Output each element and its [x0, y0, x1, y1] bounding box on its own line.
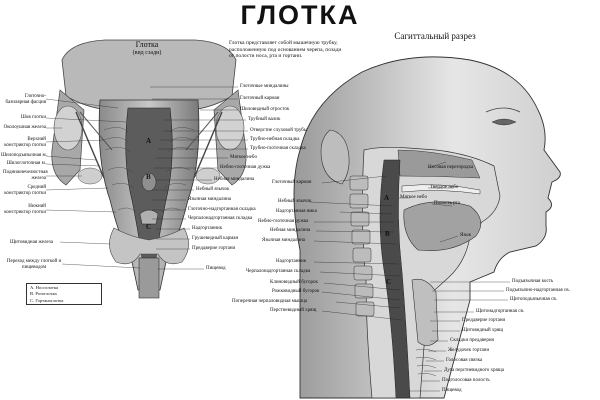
label-sag-vestibular-folds: Складки преддверия — [450, 338, 494, 343]
legend-laryngopharynx: C. Гортаноглотка — [30, 297, 64, 303]
region-letter-c-sagittal: C — [386, 278, 392, 286]
legend-box: A. Носоглотка B. Ротоглотка C. Гортаногл… — [26, 283, 102, 305]
label-pharyngobasilar-fascia: Глоточно-базилярная фасция — [5, 94, 46, 105]
label-sag-thyroid-cartilage: Щитовидный хрящ — [462, 328, 504, 333]
hard-palate — [401, 184, 481, 195]
label-sag-laryngeal-ventricle: Желудочек гортани — [448, 348, 490, 353]
label-laryngeal-vestibule-center: Преддверие гортани — [192, 246, 236, 251]
label-torus-tubarius: Трубный валик — [248, 117, 281, 122]
label-sag-vocal-ligament: Голосовая связка — [446, 358, 483, 363]
label-sag-laryngeal-vestibule: Преддверие гортани — [462, 318, 506, 323]
label-middle-constrictor: Средний констриктор глотки — [4, 185, 46, 196]
label-sag-infraglottic-cavity: Подголосовая полость — [442, 378, 490, 383]
label-palatopharyngeal-arch: Небно-глоточная дужка — [220, 165, 271, 170]
ear — [320, 129, 350, 185]
posterior-view-figure — [51, 39, 247, 299]
label-styloid-process: Шиловидный отросток — [240, 107, 290, 112]
label-superior-constrictor: Верхний констриктор глотки — [4, 137, 46, 148]
label-sag-tongue: Язык — [460, 233, 472, 238]
center-leader-lines — [150, 86, 248, 270]
left-figure-title: Глотка — [135, 40, 159, 49]
label-salpingopalatine-fold: Трубно-небная складка — [250, 137, 300, 142]
label-inferior-constrictor: Нижний констриктор глотки — [4, 204, 46, 215]
legend-oropharynx: B. Ротоглотка — [30, 291, 57, 297]
label-sag-soft-palate: Мягкое небо — [400, 195, 427, 200]
tonsil — [141, 172, 157, 192]
label-piriform-recess: Грушевидный карман — [192, 236, 239, 241]
tongue — [403, 201, 482, 251]
label-sag-corniculate-tubercle: Рожковидный бугорок — [272, 289, 320, 294]
label-palatine-tonsil: Небная миндалина — [214, 177, 255, 182]
left-figure-header: Глотка (вид сзади) — [112, 40, 182, 58]
sagittal-left-leader-lines — [309, 175, 403, 321]
region-letter-c-left: C — [146, 223, 152, 231]
sagittal-right-leader-lines — [398, 161, 510, 392]
label-sag-aryepiglottic-fold: Черпалонадгортанная складка — [246, 269, 311, 274]
label-sag-cricoid-cartilage: Перстневидный хрящ — [270, 308, 317, 313]
label-sag-oral-cavity: Полость рта — [434, 201, 460, 206]
eye — [491, 118, 517, 126]
region-letter-b-left: B — [146, 173, 151, 181]
label-pharyngo-esophageal-junction: Переход между глоткой и пищеводом — [6, 259, 62, 270]
label-epiglottis: Надгортанник — [192, 226, 223, 231]
label-sag-esophagus: Пищевод — [442, 388, 462, 393]
label-auditory-tube-opening: Отверстие слуховой трубы — [250, 128, 308, 133]
larynx — [411, 278, 439, 346]
label-lingual-tonsil: Язычная миндалина — [188, 197, 232, 202]
label-submandibular-gland: Поднижнечелюстная железа — [3, 170, 48, 181]
label-sag-cuneiform-tubercle: Клиновидный бугорок — [270, 280, 318, 285]
parotid-right — [215, 105, 245, 151]
label-sag-cricoid-arch: Дуга перстневидного хряща — [444, 368, 504, 373]
label-sag-epiglottis: Надгортанник — [276, 259, 307, 264]
label-esophagus-center: Пищевод — [206, 266, 226, 271]
pharynx-airway — [379, 159, 411, 399]
label-uvula: Небный язычок — [196, 187, 230, 192]
label-pharyngeal-raphe: Шов глотки — [20, 115, 46, 120]
label-sag-lingual-tonsil: Язычная миндалина — [262, 238, 306, 243]
left-figure-subtitle: (вид сзади) — [132, 50, 162, 56]
label-pharyngoepiglottic-fold: Глоточно-надгортанная складка — [188, 207, 256, 212]
region-letter-a-sagittal: A — [384, 194, 390, 202]
label-sag-pharyngeal-recess: Глоточный карман — [272, 180, 312, 185]
label-sag-nasal-septum: Носовая перегородка — [428, 165, 474, 170]
right-figure-header: Сагиттальный разрез — [394, 31, 476, 41]
region-letter-b-sagittal: B — [385, 230, 390, 238]
epiglottis — [139, 209, 159, 225]
label-sag-palatine-tonsil: Небная миндалина — [270, 228, 311, 233]
legend-nasopharynx: A. Носоглотка — [30, 285, 59, 290]
nasal-cavity — [397, 149, 481, 179]
label-pharyngeal-tonsils: Глоточные миндалины — [240, 84, 289, 89]
label-aryepiglottic-fold: Черпалонадгортанная складка — [188, 216, 253, 221]
label-stylopharyngeus-muscle: Шилоглоточная м. — [6, 161, 46, 166]
label-sag-transverse-arytenoid: Поперечная черпаловидная мышца — [232, 299, 308, 304]
esophagus-left-fig — [138, 257, 160, 299]
label-sag-thyroepiglottic-ligament: Щитонадгортанная св. — [476, 309, 525, 314]
label-sag-epiglottic-fossa: Надгортанная ямка — [276, 209, 317, 214]
left-leader-lines — [45, 98, 141, 269]
label-sag-uvula: Небный язычок — [278, 199, 312, 204]
label-sag-palatopharyngeal-arch: Небно-глоточная дужка — [258, 219, 309, 224]
label-parotid-gland: Околоушная железа — [3, 125, 46, 130]
label-pharyngeal-recess: Глоточный карман — [240, 96, 280, 101]
description-text: Глотка представляет собой мышечную трубк… — [229, 40, 342, 59]
label-thyroid-gland: Щитовидная железа — [10, 240, 53, 245]
label-sag-hyoepiglottic-ligament: Подъязычно-надгортанная св. — [506, 288, 570, 293]
label-stylohyoid-muscle: Шилоподъязычная м. — [1, 153, 47, 158]
label-sag-thyrohyoid-ligament: Щитоподъязычная св. — [510, 297, 557, 302]
label-salpingopharyngeal-fold: Трубно-глоточная складка — [250, 146, 306, 151]
label-sag-hyoid-bone: Подъязычная кость — [512, 279, 554, 284]
poster-title: ГЛОТКА — [240, 0, 360, 30]
sagittal-view-figure — [293, 56, 561, 399]
thyroid-gland — [109, 227, 189, 265]
label-sag-hard-palate: Твердое небо — [430, 185, 459, 190]
region-letter-a-left: A — [146, 137, 152, 145]
label-soft-palate-center: Мягкое небо — [230, 155, 257, 160]
